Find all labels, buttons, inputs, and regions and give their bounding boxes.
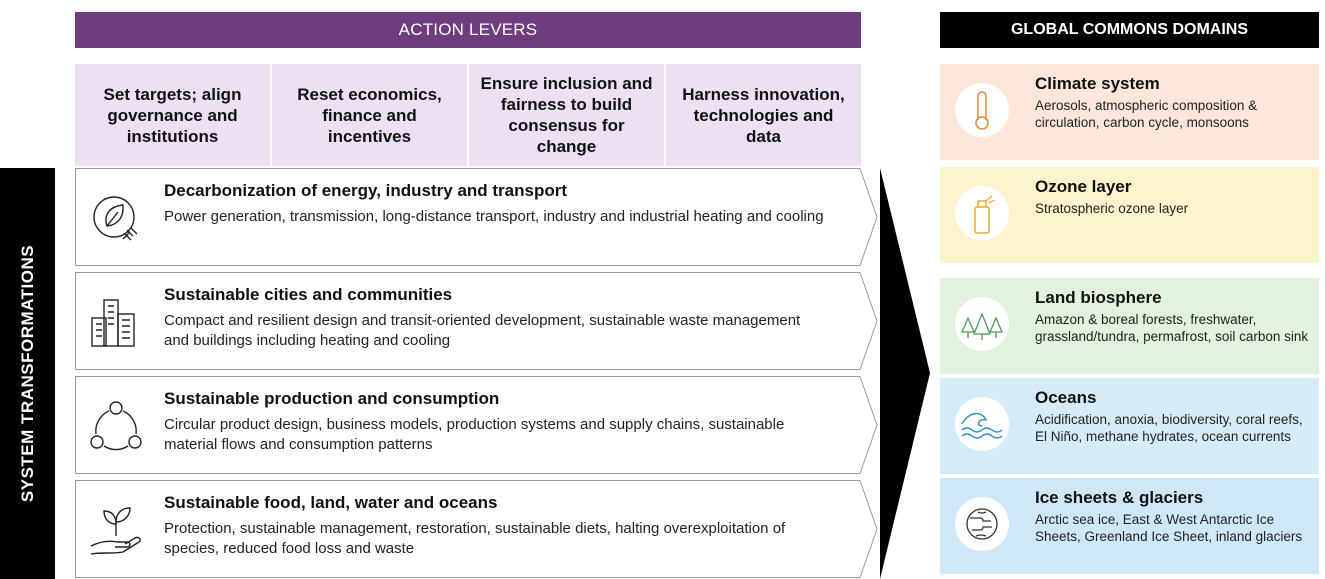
row-title: Sustainable production and consumption [164, 389, 500, 408]
domain-title: Oceans [1035, 388, 1097, 407]
row-title: Decarbonization of energy, industry and … [164, 181, 568, 200]
row-description: Circular product design, business models… [164, 416, 785, 453]
row-description: Protection, sustainable management, rest… [164, 520, 786, 557]
system-transformations-label: SYSTEM TRANSFORMATIONS [17, 244, 37, 503]
waves-icon [955, 397, 1009, 451]
system-transformations-bar [0, 168, 55, 579]
domain-land-biosphere: Land biosphere Amazon & boreal forests, … [940, 278, 1319, 374]
domain-title: Ozone layer [1035, 177, 1132, 196]
spray-can-icon [955, 186, 1009, 240]
hand-sprout-icon [90, 507, 141, 555]
row-chevron-shape [75, 168, 878, 266]
row-title: Sustainable food, land, water and oceans [164, 493, 498, 512]
transformation-row-food-land: Sustainable food, land, water and oceans… [75, 480, 878, 578]
domain-description: Stratospheric ozone layer [1035, 201, 1189, 216]
leaf-plug-icon [93, 196, 138, 241]
global-commons-header: GLOBAL COMMONS DOMAINS [940, 12, 1319, 48]
circular-nodes-icon [90, 401, 142, 451]
lever-ensure-inclusion: Ensure inclusion and fairness to build c… [469, 64, 664, 166]
transformation-row-production: Sustainable production and consumption C… [75, 376, 878, 474]
row-chevron-shape [75, 480, 878, 578]
domain-title: Ice sheets & glaciers [1035, 488, 1204, 507]
domain-description: Acidification, anoxia, biodiversity, cor… [1035, 412, 1303, 444]
domain-description: Arctic sea ice, East & West Antarctic Ic… [1035, 512, 1303, 544]
row-description: Compact and resilient design and transit… [164, 312, 801, 349]
transformation-row-decarbonization: Decarbonization of energy, industry and … [75, 168, 878, 266]
row-chevron-shape [75, 272, 878, 370]
buildings-icon [91, 299, 135, 347]
lever-harness-innovation: Harness innovation, technologies and dat… [666, 64, 861, 166]
domain-title: Land biosphere [1035, 288, 1162, 307]
domain-oceans: Oceans Acidification, anoxia, biodiversi… [940, 378, 1319, 474]
domain-ice-sheets: Ice sheets & glaciers Arctic sea ice, Ea… [940, 478, 1319, 574]
trees-icon [955, 297, 1009, 351]
row-chevron-shape [75, 376, 878, 474]
thermometer-icon [955, 83, 1009, 137]
row-title: Sustainable cities and communities [164, 285, 453, 304]
domain-ozone-layer: Ozone layer Stratospheric ozone layer [940, 167, 1319, 263]
row-description: Power generation, transmission, long-dis… [164, 208, 824, 225]
action-levers-header: ACTION LEVERS [75, 12, 861, 48]
big-arrow-shape [880, 168, 930, 579]
domain-title: Climate system [1035, 74, 1160, 93]
globe-icon [955, 497, 1009, 551]
lever-set-targets: Set targets; align governance and instit… [75, 64, 270, 166]
lever-reset-economics: Reset economics, finance and incentives [272, 64, 467, 166]
transformation-row-cities: Sustainable cities and communities Compa… [75, 272, 878, 370]
domain-description: Aerosols, atmospheric composition & circ… [1035, 98, 1258, 130]
domain-climate-system: Climate system Aerosols, atmospheric com… [940, 64, 1319, 160]
domain-description: Amazon & boreal forests, freshwater, gra… [1035, 312, 1309, 344]
